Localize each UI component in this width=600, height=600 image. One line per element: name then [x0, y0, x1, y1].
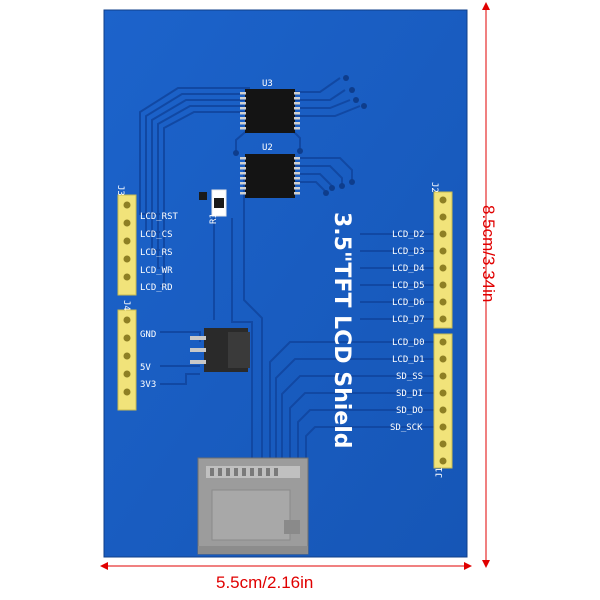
pin-label-lcd-d2: LCD_D2	[392, 230, 425, 240]
pin-label-lcd-rst: LCD_RST	[140, 212, 179, 222]
pin-label-lcd-wr: LCD_WR	[140, 266, 173, 276]
pin-label-lcd-d6: LCD_D6	[392, 298, 425, 308]
chip-u3-label: U3	[262, 79, 273, 89]
dimension-height-label: 8.5cm/3.34in	[479, 205, 498, 302]
pin-label-lcd-d0: LCD_D0	[392, 338, 425, 348]
pin-label-lcd-cs: LCD_CS	[140, 230, 173, 240]
header-j4: J4	[117, 300, 137, 411]
pin-label-sd-do: SD_DO	[396, 406, 423, 416]
pin-label-lcd-d5: LCD_D5	[392, 281, 425, 291]
pcb-traces	[139, 77, 440, 462]
header-j1-ref: J1	[435, 467, 445, 478]
chip-u2: U2	[240, 143, 300, 198]
sd-card-slot	[197, 457, 309, 555]
pin-label-sd-sck: SD_SCK	[390, 423, 423, 433]
resistor-r1-label: R1	[209, 213, 219, 224]
header-j3-ref: J3	[115, 185, 125, 196]
pin-label-sd-ss: SD_SS	[396, 372, 423, 382]
dimension-lines	[100, 2, 490, 570]
header-j3: J3	[115, 185, 137, 296]
header-j4-ref: J4	[121, 300, 131, 311]
header-j2-pin-labels: LCD_D2 LCD_D3 LCD_D4 LCD_D5 LCD_D6 LCD_D…	[392, 230, 425, 325]
board-title: 3.5"TFT LCD Shield	[329, 212, 354, 448]
header-j2: J2	[429, 182, 453, 329]
pin-label-gnd: GND	[140, 330, 156, 340]
dimension-width-label: 5.5cm/2.16in	[216, 573, 313, 592]
pin-label-lcd-rd: LCD_RD	[140, 283, 173, 293]
resistor-r1: R1	[199, 189, 227, 224]
header-j2-ref: J2	[429, 182, 439, 193]
pin-label-lcd-rs: LCD_RS	[140, 248, 173, 258]
pin-label-lcd-d1: LCD_D1	[392, 355, 425, 365]
pin-label-5v: 5V	[140, 363, 151, 373]
pin-label-3v3: 3V3	[140, 380, 156, 390]
header-j4-pin-labels: GND 5V 3V3	[140, 330, 156, 390]
header-j1: J1	[433, 333, 453, 478]
pin-label-sd-di: SD_DI	[396, 389, 423, 399]
header-j3-pin-labels: LCD_RST LCD_CS LCD_RS LCD_WR LCD_RD	[140, 212, 179, 293]
chip-u2-label: U2	[262, 143, 273, 153]
pcb-vias	[233, 75, 367, 196]
pin-label-lcd-d7: LCD_D7	[392, 315, 425, 325]
voltage-regulator	[190, 328, 250, 372]
header-j1-pin-labels: LCD_D0 LCD_D1 SD_SS SD_DI SD_DO SD_SCK	[390, 338, 425, 433]
pin-label-lcd-d3: LCD_D3	[392, 247, 425, 257]
pin-label-lcd-d4: LCD_D4	[392, 264, 425, 274]
chip-u3: U3	[240, 79, 300, 133]
